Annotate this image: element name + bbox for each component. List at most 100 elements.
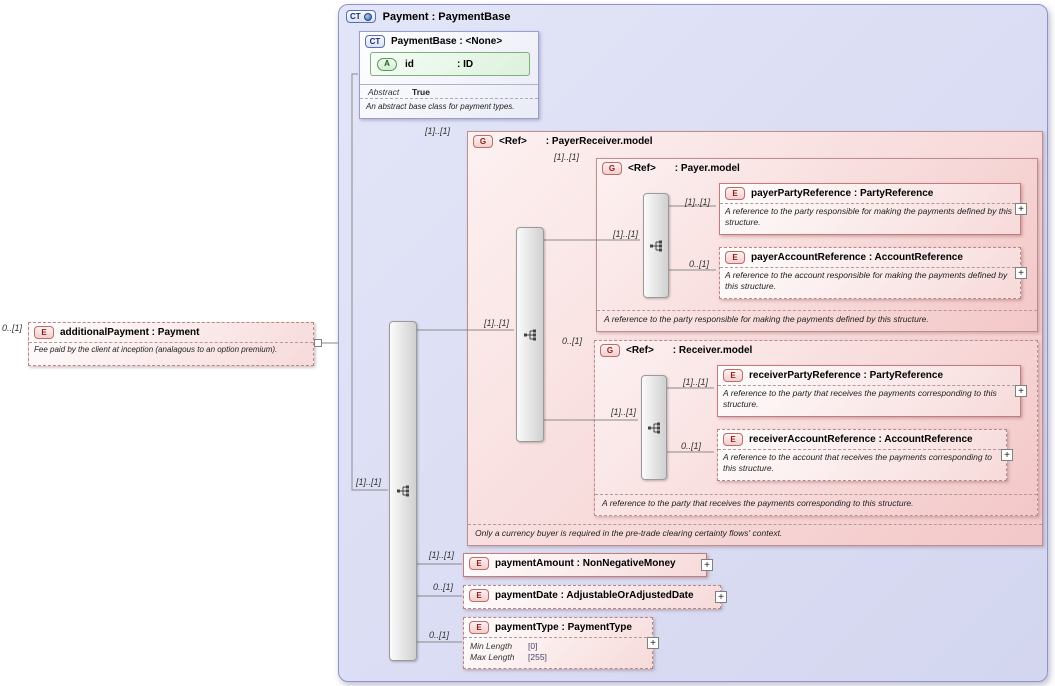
element-payment-date[interactable]: E paymentDate : AdjustableOrAdjustedDate…: [463, 585, 727, 609]
facet-value: [0]: [528, 641, 538, 651]
facet-value: [255]: [528, 652, 547, 663]
cardinality-label: [1]..[1]: [554, 152, 580, 162]
group-ref-label: <Ref>: [499, 136, 527, 147]
element-title: payerAccountReference : AccountReference: [751, 252, 963, 263]
group-header: G <Ref> : PayerReceiver.model: [468, 132, 1042, 151]
sequence-compositor-payer: [643, 193, 669, 298]
element-header: E paymentDate : AdjustableOrAdjustedDate: [464, 586, 720, 605]
expand-button[interactable]: +: [1001, 449, 1013, 461]
sequence-icon: [396, 485, 409, 497]
sequence-compositor-payer-receiver: [516, 227, 544, 442]
element-additional-payment[interactable]: E additionalPayment : Payment Fee paid b…: [28, 322, 314, 366]
cardinality-label: 0..[1]: [433, 582, 454, 592]
group-badge: G: [473, 135, 493, 148]
group-annotation: Only a currency buyer is required in the…: [468, 524, 1042, 545]
element-payer-party-reference[interactable]: E payerPartyReference : PartyReference A…: [719, 183, 1027, 235]
group-ref-label: <Ref>: [628, 163, 656, 174]
complex-type-badge: CT: [365, 35, 385, 48]
facet-label: Max Length: [470, 652, 515, 663]
group-badge: G: [602, 162, 622, 175]
attribute-badge: A: [377, 57, 397, 71]
element-header: E paymentAmount : NonNegativeMoney: [464, 554, 706, 573]
group-payer-model[interactable]: G <Ref> : Payer.model [1]..[1] [1]..[1]: [596, 158, 1038, 332]
cardinality-label: 0..[1]: [681, 441, 702, 451]
group-annotation: A reference to the party that receives t…: [595, 494, 1037, 515]
expand-button[interactable]: +: [1015, 385, 1027, 397]
element-badge: E: [725, 187, 745, 200]
complex-type-icon: [363, 12, 372, 21]
element-header: E receiverPartyReference : PartyReferenc…: [718, 366, 1020, 385]
element-header: E payerPartyReference : PartyReference: [720, 184, 1020, 203]
element-badge: E: [469, 621, 489, 634]
group-ref-label: <Ref>: [626, 345, 654, 356]
cardinality-label: [1]..[1]: [611, 407, 637, 417]
sequence-compositor-main: [389, 321, 417, 661]
expand-button[interactable]: +: [647, 637, 659, 649]
property-label: Abstract: [368, 87, 400, 97]
element-title: payerPartyReference : PartyReference: [751, 188, 934, 199]
cardinality-label: 0..[1]: [2, 323, 23, 333]
element-title: paymentAmount : NonNegativeMoney: [495, 558, 676, 569]
badge-text: CT: [350, 11, 361, 21]
element-badge: E: [725, 251, 745, 264]
group-type-label: : Payer.model: [674, 163, 740, 174]
base-type-box[interactable]: CT PaymentBase : <None> A id : ID Abstra…: [359, 31, 539, 119]
element-title: paymentDate : AdjustableOrAdjustedDate: [495, 590, 694, 601]
attribute-name: id: [405, 58, 414, 70]
annotation-text: A reference to the account that receives…: [718, 449, 1006, 480]
element-payment-type[interactable]: E paymentType : PaymentType Min Length […: [463, 617, 659, 669]
group-receiver-model[interactable]: G <Ref> : Receiver.model [1]..[1] [1]..[…: [594, 340, 1038, 516]
expand-button[interactable]: +: [715, 591, 727, 603]
group-badge: G: [600, 344, 620, 357]
element-payer-account-reference[interactable]: E payerAccountReference : AccountReferen…: [719, 247, 1027, 299]
diagram-header: CT Payment : PaymentBase: [346, 10, 510, 23]
facet-label: Min Length: [470, 641, 513, 651]
attribute-id[interactable]: A id : ID: [370, 52, 530, 76]
annotation-text: An abstract base class for payment types…: [360, 98, 538, 118]
cardinality-label: [1]..[1]: [425, 126, 451, 136]
element-receiver-account-reference[interactable]: E receiverAccountReference : AccountRefe…: [717, 429, 1013, 481]
element-badge: E: [723, 369, 743, 382]
cardinality-label: [1]..[1]: [356, 477, 382, 487]
annotation-text: A reference to the account responsible f…: [720, 267, 1020, 298]
element-header: E additionalPayment : Payment: [29, 323, 313, 342]
expand-button[interactable]: +: [701, 559, 713, 571]
element-header: E payerAccountReference : AccountReferen…: [720, 248, 1020, 267]
annotation-text: A reference to the party responsible for…: [720, 203, 1020, 234]
expand-button[interactable]: +: [1015, 203, 1027, 215]
element-payment-amount[interactable]: E paymentAmount : NonNegativeMoney +: [463, 553, 713, 577]
element-receiver-party-reference[interactable]: E receiverPartyReference : PartyReferenc…: [717, 365, 1027, 417]
connector-handle[interactable]: [314, 339, 322, 347]
expand-button[interactable]: +: [1015, 267, 1027, 279]
facet-max-length: Max Length [255]: [470, 652, 646, 663]
group-type-label: : Receiver.model: [672, 345, 753, 356]
abstract-property: Abstract True: [360, 84, 538, 98]
facet-list: Min Length [0] Max Length [255]: [464, 637, 652, 668]
sequence-icon: [647, 422, 660, 433]
group-payer-receiver-model[interactable]: G <Ref> : PayerReceiver.model [1]..[1] […: [467, 131, 1043, 546]
element-badge: E: [723, 433, 743, 446]
cardinality-label: [1]..[1]: [484, 318, 510, 328]
complex-type-badge: CT: [346, 10, 376, 23]
cardinality-label: 0..[1]: [562, 336, 583, 346]
element-header: E receiverAccountReference : AccountRefe…: [718, 430, 1006, 449]
cardinality-label: [1]..[1]: [429, 550, 455, 560]
annotation-text: Fee paid by the client at inception (ana…: [29, 342, 313, 365]
page-title: Payment : PaymentBase: [382, 10, 511, 23]
property-value: True: [412, 87, 430, 97]
group-annotation: A reference to the party responsible for…: [597, 310, 1037, 331]
cardinality-label: [1]..[1]: [683, 377, 709, 387]
cardinality-label: 0..[1]: [429, 630, 450, 640]
sequence-icon: [649, 240, 662, 251]
sequence-compositor-receiver: [641, 375, 667, 480]
cardinality-label: [1]..[1]: [613, 229, 639, 239]
group-header: G <Ref> : Payer.model: [597, 159, 1037, 178]
base-type-title: PaymentBase : <None>: [391, 36, 503, 47]
complex-type-payment: CT Payment : PaymentBase CT PaymentBase …: [338, 4, 1048, 682]
element-title: receiverPartyReference : PartyReference: [749, 370, 944, 381]
attribute-type: : ID: [457, 58, 474, 70]
element-badge: E: [469, 557, 489, 570]
element-title: additionalPayment : Payment: [60, 327, 200, 338]
base-type-header: CT PaymentBase : <None>: [360, 32, 538, 51]
